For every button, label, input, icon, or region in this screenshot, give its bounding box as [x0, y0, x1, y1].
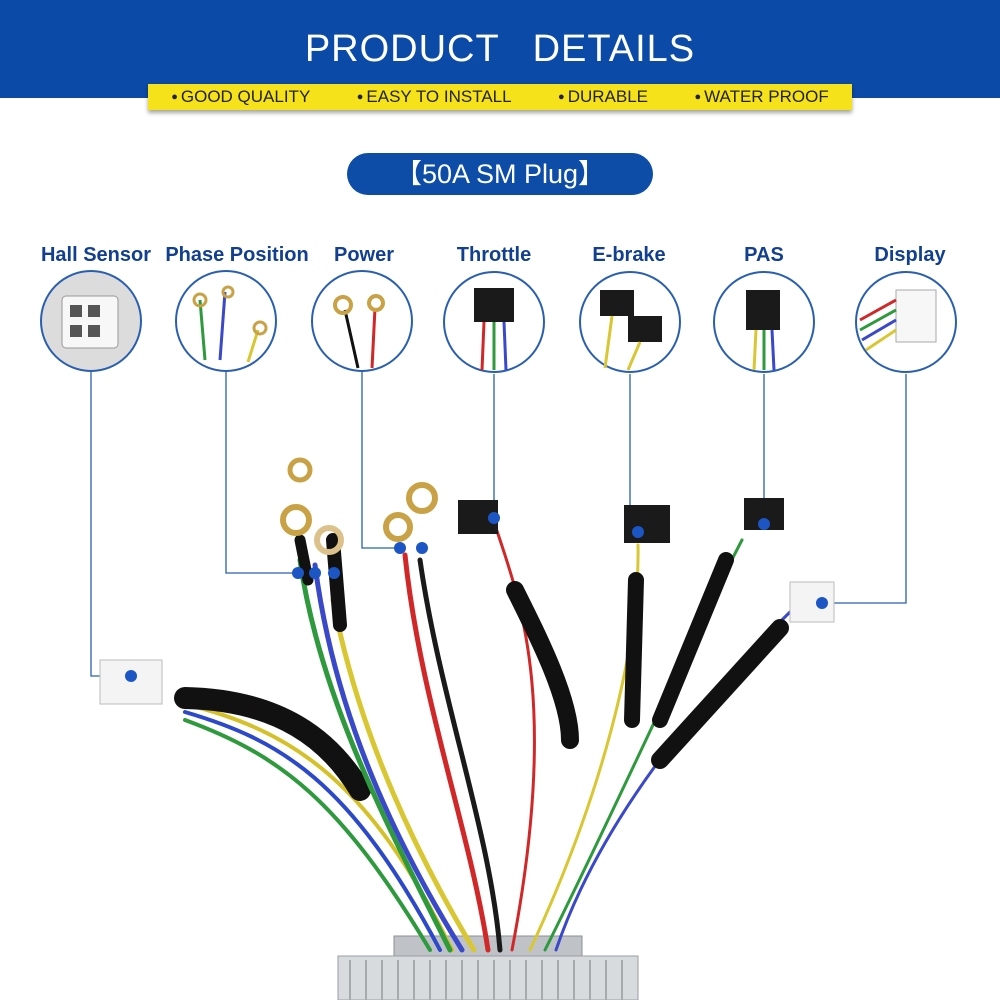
hall-sensor-plug-icon: [40, 270, 142, 372]
feature-easy-install: EASY TO INSTALL: [357, 87, 511, 107]
page-title: PRODUCT DETAILS: [304, 28, 696, 70]
display-plug-icon: [855, 271, 957, 373]
label-ebrake: E-brake: [592, 244, 666, 266]
feature-durable: DURABLE: [558, 87, 648, 107]
wire-harness: [174, 523, 792, 953]
connector-thumbnails: [40, 270, 957, 373]
power-ring-terminal-icon: [311, 270, 413, 372]
label-hall-sensor: Hall Sensor: [40, 244, 152, 266]
label-display: Display: [874, 244, 946, 266]
ebrake-plug-icon: [579, 271, 681, 373]
throttle-plug-icon: [443, 271, 545, 373]
label-throttle: Throttle: [456, 244, 532, 266]
controller-box-icon: [337, 935, 639, 1000]
leader-hall-sensor: [90, 370, 131, 677]
feature-water-proof: WATER PROOF: [694, 87, 829, 107]
phase-ring-icon: [314, 525, 344, 555]
leader-power: [361, 372, 400, 549]
label-pas: PAS: [744, 244, 784, 266]
power-ring-icon: [406, 482, 438, 514]
power-ring-icon: [383, 512, 413, 542]
leader-phase-position: [225, 372, 298, 574]
model-label: 【50A SM Plug】: [347, 153, 653, 195]
phase-ring-terminal-icon: [175, 270, 277, 372]
phase-ring-icon: [287, 457, 313, 483]
pas-plug-icon: [713, 271, 815, 373]
phase-ring-icon: [280, 504, 312, 536]
label-phase-position: Phase Position: [165, 244, 309, 266]
leader-display: [822, 374, 907, 604]
label-power: Power: [333, 244, 395, 266]
ebrake-housing-icon: [624, 505, 670, 543]
marker-dots: [125, 512, 828, 682]
feature-strip: GOOD QUALITY EASY TO INSTALL DURABLE WAT…: [148, 84, 852, 110]
feature-good-quality: GOOD QUALITY: [171, 87, 310, 107]
header-banner: PRODUCT DETAILS: [0, 0, 1000, 98]
